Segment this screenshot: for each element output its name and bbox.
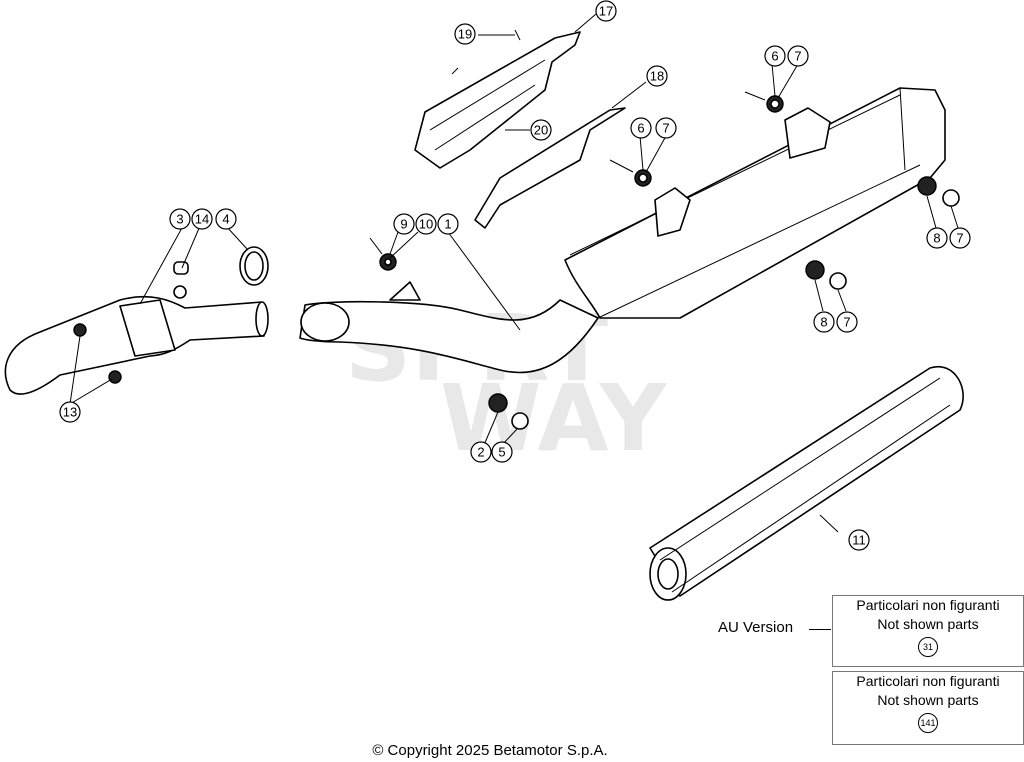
callout-14: 14 bbox=[191, 208, 213, 230]
callout-8-right: 8 bbox=[926, 227, 948, 249]
svg-text:19: 19 bbox=[458, 27, 472, 42]
svg-text:5: 5 bbox=[498, 445, 505, 460]
callout-1: 1 bbox=[437, 213, 459, 235]
svg-text:2: 2 bbox=[477, 445, 484, 460]
note-line-it: Particolari non figuranti bbox=[856, 597, 1000, 613]
not-shown-parts-note-141: Particolari non figuranti Not shown part… bbox=[832, 671, 1024, 745]
callout-4: 4 bbox=[215, 208, 237, 230]
mid-pipe bbox=[299, 281, 599, 374]
header-pipe bbox=[4, 246, 269, 395]
silencer bbox=[564, 87, 946, 319]
callout-10: 10 bbox=[415, 213, 437, 235]
callout-19: 19 bbox=[454, 23, 476, 45]
callout-11: 11 bbox=[848, 529, 870, 551]
svg-text:11: 11 bbox=[852, 533, 866, 548]
callout-7-top: 7 bbox=[787, 45, 809, 67]
svg-text:8: 8 bbox=[933, 231, 940, 246]
svg-text:17: 17 bbox=[599, 4, 613, 19]
svg-text:20: 20 bbox=[534, 123, 548, 138]
svg-text:6: 6 bbox=[637, 121, 644, 136]
not-shown-parts-note-31: Particolari non figuranti Not shown part… bbox=[832, 595, 1024, 667]
heat-shield-17 bbox=[414, 31, 581, 169]
copyright: © Copyright 2025 Betamotor S.p.A. bbox=[372, 742, 608, 759]
au-version-label: AU Version bbox=[718, 619, 794, 636]
svg-text:4: 4 bbox=[222, 212, 229, 227]
svg-text:10: 10 bbox=[419, 217, 433, 232]
callout-17: 17 bbox=[595, 0, 617, 22]
heat-shield-18 bbox=[474, 107, 626, 229]
callout-13: 13 bbox=[59, 401, 81, 423]
svg-text:1: 1 bbox=[444, 217, 451, 232]
svg-text:8: 8 bbox=[820, 315, 827, 330]
callout-18: 18 bbox=[646, 65, 668, 87]
svg-text:13: 13 bbox=[63, 405, 77, 420]
svg-text:7: 7 bbox=[843, 315, 850, 330]
svg-text:14: 14 bbox=[195, 212, 209, 227]
note-line-en: Not shown parts bbox=[877, 692, 979, 708]
callout-7-mid: 7 bbox=[655, 117, 677, 139]
svg-text:6: 6 bbox=[771, 49, 778, 64]
callout-7-low: 7 bbox=[836, 311, 858, 333]
callout-9: 9 bbox=[393, 213, 415, 235]
callout-8-low: 8 bbox=[813, 311, 835, 333]
callout-6-top: 6 bbox=[764, 45, 786, 67]
note-ref-badge: 141 bbox=[918, 713, 938, 733]
svg-text:7: 7 bbox=[662, 121, 669, 136]
svg-text:7: 7 bbox=[794, 49, 801, 64]
callout-2: 2 bbox=[470, 441, 492, 463]
svg-text:3: 3 bbox=[176, 212, 183, 227]
note-line-it: Particolari non figuranti bbox=[856, 673, 1000, 689]
callout-6-mid: 6 bbox=[630, 117, 652, 139]
svg-text:7: 7 bbox=[956, 231, 963, 246]
sleeve bbox=[649, 365, 964, 601]
note-ref-badge: 31 bbox=[918, 637, 938, 657]
leader-lines bbox=[69, 13, 959, 533]
note-line-en: Not shown parts bbox=[877, 616, 979, 632]
callout-5: 5 bbox=[491, 441, 513, 463]
callout-7-right: 7 bbox=[949, 227, 971, 249]
callout-20: 20 bbox=[530, 119, 552, 141]
callout-3: 3 bbox=[169, 208, 191, 230]
au-version-connector bbox=[809, 629, 831, 630]
svg-text:18: 18 bbox=[650, 69, 664, 84]
svg-text:9: 9 bbox=[400, 217, 407, 232]
